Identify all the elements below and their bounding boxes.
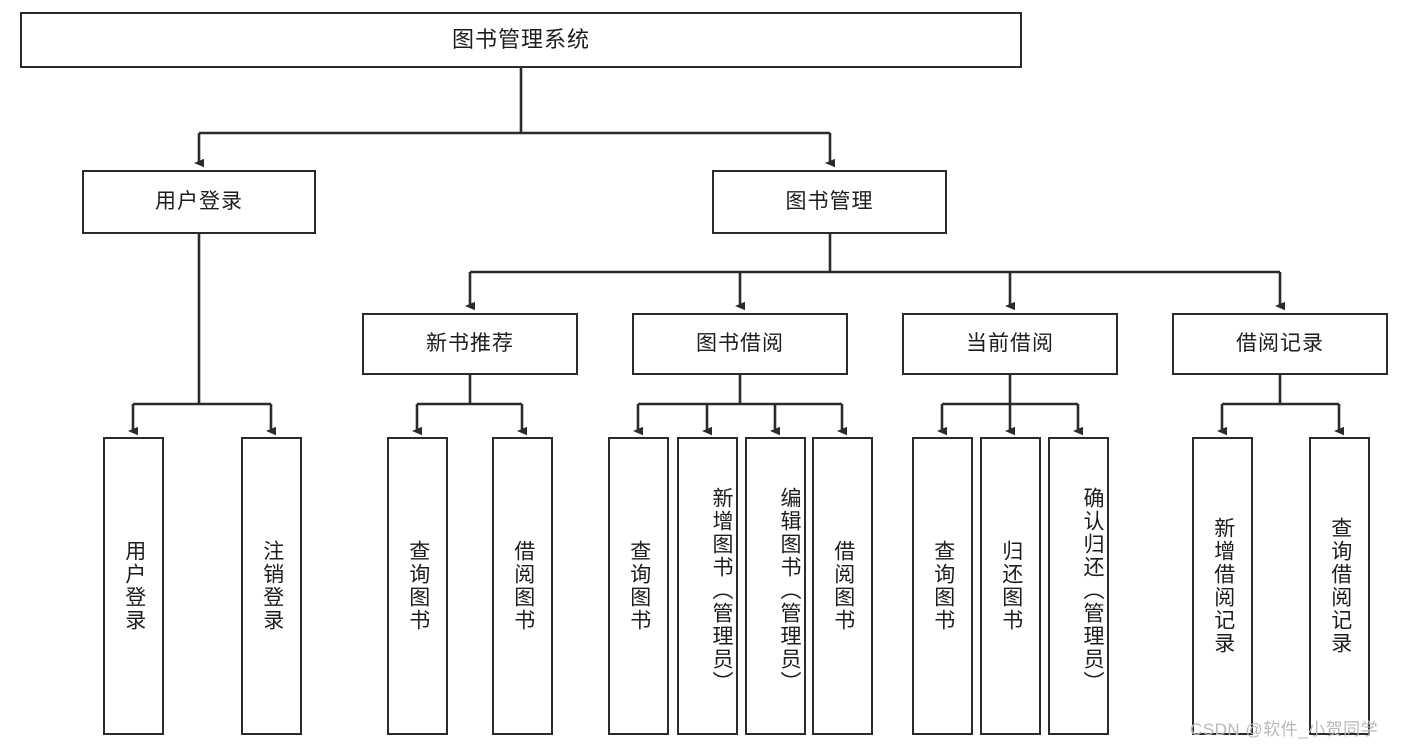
node-leaf-borrow-book-1-label: 借阅图书 (511, 540, 535, 632)
node-leaf-query-record[interactable]: 查询借阅记录 (1309, 437, 1370, 735)
node-user-login-label: 用户登录 (155, 190, 243, 214)
node-leaf-query-record-label: 查询借阅记录 (1328, 517, 1352, 655)
node-current-borrow[interactable]: 当前借阅 (902, 313, 1118, 375)
node-borrow-record[interactable]: 借阅记录 (1172, 313, 1388, 375)
node-leaf-borrow-book-2[interactable]: 借阅图书 (812, 437, 873, 735)
node-leaf-add-book-label: 新增图书（管理员） (710, 486, 733, 694)
node-book-borrow-label: 图书借阅 (696, 332, 784, 356)
node-leaf-edit-book-label: 编辑图书（管理员） (778, 486, 801, 694)
node-book-manage[interactable]: 图书管理 (712, 170, 947, 234)
node-book-borrow[interactable]: 图书借阅 (632, 313, 848, 375)
node-leaf-confirm-return-label: 确认归还（管理员） (1081, 486, 1104, 694)
node-root-label: 图书管理系统 (451, 26, 590, 52)
node-leaf-add-record-label: 新增借阅记录 (1211, 517, 1235, 655)
node-new-book-recommend[interactable]: 新书推荐 (362, 313, 578, 375)
node-leaf-return-book[interactable]: 归还图书 (980, 437, 1041, 735)
node-leaf-return-book-label: 归还图书 (999, 540, 1023, 632)
watermark: CSDN @软件_小贺同学 (1190, 720, 1379, 739)
node-user-login[interactable]: 用户登录 (82, 170, 316, 234)
node-leaf-query-book-2[interactable]: 查询图书 (608, 437, 669, 735)
node-leaf-add-record[interactable]: 新增借阅记录 (1192, 437, 1253, 735)
node-leaf-query-book-2-label: 查询图书 (627, 540, 651, 632)
node-leaf-confirm-return[interactable]: 确认归还（管理员） (1048, 437, 1109, 735)
node-current-borrow-label: 当前借阅 (966, 332, 1054, 356)
node-leaf-add-book[interactable]: 新增图书（管理员） (677, 437, 738, 735)
node-leaf-borrow-book-1[interactable]: 借阅图书 (492, 437, 553, 735)
node-borrow-record-label: 借阅记录 (1236, 332, 1324, 356)
node-leaf-user-logout[interactable]: 注销登录 (241, 437, 302, 735)
node-leaf-user-logout-label: 注销登录 (260, 540, 284, 632)
node-book-manage-label: 图书管理 (785, 190, 874, 214)
node-root[interactable]: 图书管理系统 (20, 12, 1022, 68)
node-leaf-edit-book[interactable]: 编辑图书（管理员） (745, 437, 806, 735)
node-leaf-query-book-3[interactable]: 查询图书 (912, 437, 973, 735)
node-leaf-query-book-3-label: 查询图书 (931, 540, 955, 632)
node-new-book-recommend-label: 新书推荐 (426, 332, 514, 356)
node-leaf-user-login-label: 用户登录 (122, 540, 146, 632)
node-leaf-query-book-1-label: 查询图书 (406, 540, 430, 632)
node-leaf-query-book-1[interactable]: 查询图书 (387, 437, 448, 735)
node-leaf-user-login[interactable]: 用户登录 (103, 437, 164, 735)
node-leaf-borrow-book-2-label: 借阅图书 (831, 540, 855, 632)
